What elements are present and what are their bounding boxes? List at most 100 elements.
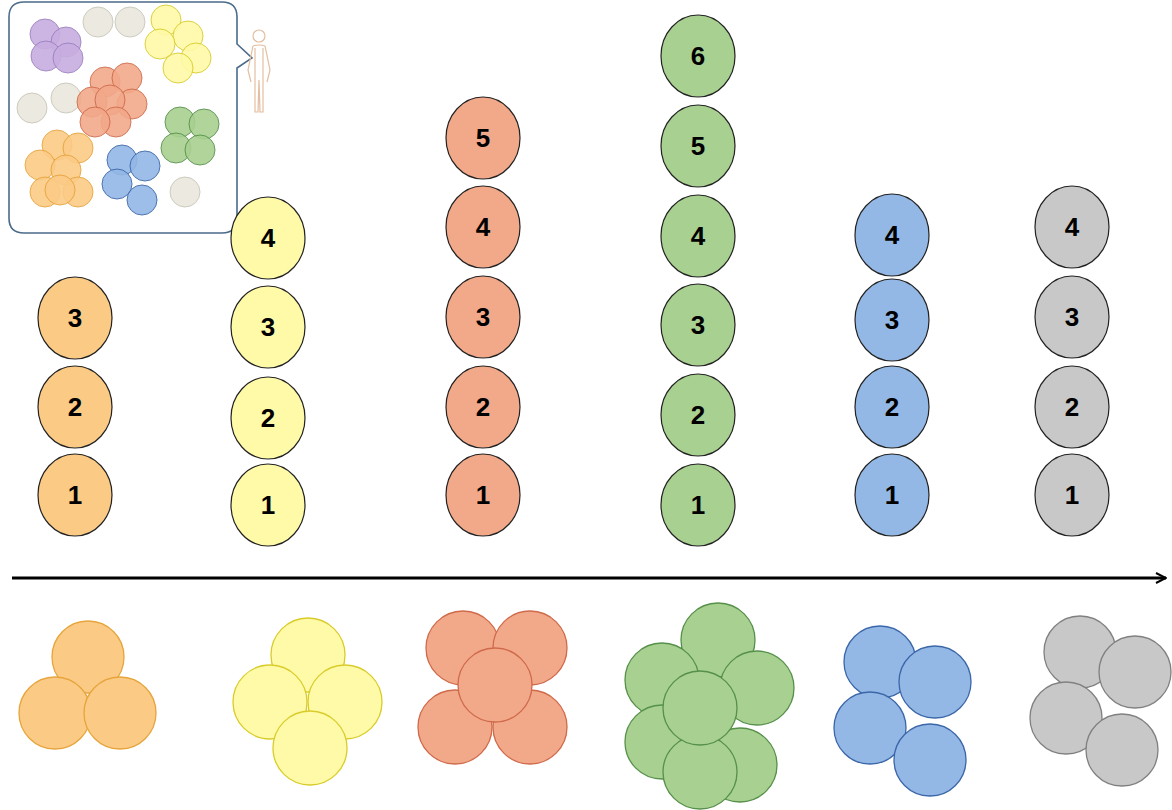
cell-cluster xyxy=(894,724,966,796)
numbered-cell: 4 xyxy=(230,196,306,280)
inset-cell xyxy=(185,135,215,165)
inset-cell xyxy=(45,175,75,205)
cell-number: 3 xyxy=(691,312,705,338)
numbered-cell: 1 xyxy=(37,453,113,537)
numbered-cell: 1 xyxy=(660,463,736,547)
cell-ellipse xyxy=(231,464,305,546)
cell-ellipse xyxy=(661,464,735,546)
cell-cluster xyxy=(84,677,156,749)
numbered-cell: 3 xyxy=(445,275,521,359)
cell-number: 1 xyxy=(476,482,490,508)
numbered-cell: 4 xyxy=(445,185,521,269)
numbered-cell: 4 xyxy=(854,193,930,277)
cell-number: 5 xyxy=(691,133,705,159)
inset-cell xyxy=(17,93,47,123)
numbered-cell: 1 xyxy=(1034,453,1110,537)
cell-number: 2 xyxy=(68,394,82,420)
cell-ellipse xyxy=(446,276,520,358)
cell-ellipse xyxy=(855,366,929,448)
numbered-cell: 5 xyxy=(660,104,736,188)
cell-ellipse xyxy=(231,377,305,459)
cell-cluster xyxy=(458,648,532,722)
cell-number: 4 xyxy=(885,222,899,248)
inset-cell xyxy=(189,109,219,139)
numbered-cell: 2 xyxy=(660,373,736,457)
cell-number: 1 xyxy=(68,482,82,508)
cell-number: 1 xyxy=(1065,482,1079,508)
numbered-cell: 1 xyxy=(854,453,930,537)
numbered-cell: 2 xyxy=(1034,365,1110,449)
cell-number: 2 xyxy=(691,402,705,428)
numbered-cell: 6 xyxy=(660,14,736,98)
cell-ellipse xyxy=(855,454,929,536)
cell-ellipse xyxy=(1035,276,1109,358)
cell-number: 4 xyxy=(691,223,705,249)
cell-number: 4 xyxy=(1065,214,1079,240)
cell-ellipse xyxy=(855,279,929,361)
cell-number: 6 xyxy=(691,43,705,69)
cell-cluster xyxy=(1086,714,1158,786)
cell-number: 4 xyxy=(261,225,275,251)
cell-ellipse xyxy=(446,454,520,536)
inset-cell xyxy=(170,177,200,207)
numbered-cell: 3 xyxy=(230,285,306,369)
numbered-cell: 1 xyxy=(445,453,521,537)
cell-ellipse xyxy=(231,197,305,279)
cell-number: 3 xyxy=(885,307,899,333)
cell-ellipse xyxy=(661,195,735,277)
cell-number: 3 xyxy=(476,304,490,330)
cell-number: 1 xyxy=(261,492,275,518)
numbered-cell: 1 xyxy=(230,463,306,547)
cell-number: 3 xyxy=(1065,304,1079,330)
cell-ellipse xyxy=(661,15,735,97)
inset-cell xyxy=(53,43,83,73)
cell-cluster xyxy=(1099,636,1171,708)
cell-ellipse xyxy=(38,366,112,448)
numbered-cell: 3 xyxy=(1034,275,1110,359)
cell-ellipse xyxy=(661,284,735,366)
cell-number: 3 xyxy=(261,314,275,340)
cell-number: 2 xyxy=(1065,394,1079,420)
cell-ellipse xyxy=(855,194,929,276)
cell-ellipse xyxy=(38,277,112,359)
cell-number: 2 xyxy=(476,394,490,420)
cell-ellipse xyxy=(661,105,735,187)
numbered-cell: 3 xyxy=(854,278,930,362)
cell-ellipse xyxy=(661,374,735,456)
cell-number: 1 xyxy=(691,492,705,518)
inset-callout xyxy=(9,2,252,233)
numbered-cell: 3 xyxy=(37,276,113,360)
cell-cluster xyxy=(899,646,971,718)
inset-cell xyxy=(51,83,81,113)
numbered-cell: 3 xyxy=(660,283,736,367)
numbered-cell: 5 xyxy=(445,96,521,180)
cell-ellipse xyxy=(446,186,520,268)
cell-ellipse xyxy=(38,454,112,536)
inset-cell xyxy=(130,151,160,181)
numbered-cell: 2 xyxy=(37,365,113,449)
inset-cell xyxy=(83,7,113,37)
numbered-cell: 2 xyxy=(230,376,306,460)
cell-cluster xyxy=(663,735,737,809)
numbered-cell: 2 xyxy=(854,365,930,449)
numbered-cell: 4 xyxy=(1034,185,1110,269)
cell-number: 4 xyxy=(476,214,490,240)
cell-number: 5 xyxy=(476,125,490,151)
cell-number: 2 xyxy=(885,394,899,420)
cell-cluster xyxy=(273,711,347,785)
callout-box xyxy=(9,2,252,233)
inset-cell xyxy=(127,185,157,215)
cell-ellipse xyxy=(1035,454,1109,536)
cell-number: 2 xyxy=(261,405,275,431)
time-axis xyxy=(12,577,1166,580)
cell-ellipse xyxy=(446,366,520,448)
cell-ellipse xyxy=(446,97,520,179)
numbered-cell: 4 xyxy=(660,194,736,278)
inset-cell xyxy=(25,150,55,180)
inset-cell xyxy=(163,53,193,83)
cell-ellipse xyxy=(231,286,305,368)
cell-number: 1 xyxy=(885,482,899,508)
cell-cluster xyxy=(663,671,737,745)
human-figure xyxy=(248,30,270,112)
